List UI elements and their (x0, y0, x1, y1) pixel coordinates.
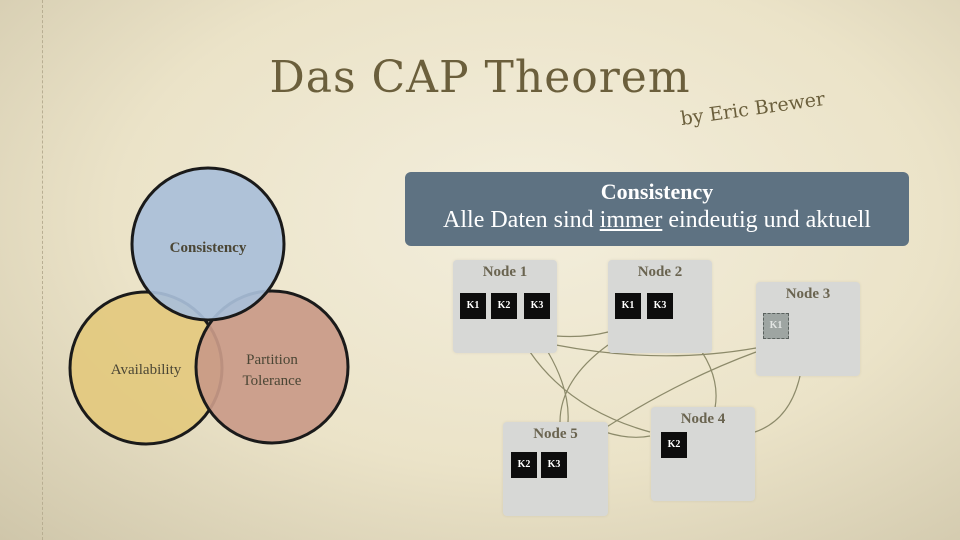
link-node2-node5 (559, 344, 609, 423)
node-5: Node 5 K2 K3 (503, 422, 608, 516)
node-2: Node 2 K1 K3 (608, 260, 712, 353)
node-title: Node 2 (637, 264, 683, 280)
availability-label: Availability (111, 362, 182, 378)
key-k1: K1 (615, 293, 641, 319)
consistency-banner: Consistency Alle Daten sind immer eindeu… (405, 172, 909, 246)
link-node5-node4 (604, 431, 651, 438)
node-title: Node 4 (680, 411, 726, 427)
slide-title: Das CAP Theorem (269, 52, 691, 103)
banner-text-after: eindeutig und aktuell (662, 207, 871, 233)
key-k3: K3 (541, 452, 567, 478)
cap-venn-diagram: Consistency Availability Partition Toler… (68, 166, 350, 446)
key-k1-pending: K1 (763, 313, 789, 339)
link-node1-node4 (529, 351, 651, 433)
key-k2: K2 (661, 432, 687, 458)
key-k3: K3 (524, 293, 550, 319)
node-title: Node 3 (785, 286, 831, 302)
banner-text-before: Alle Daten sind (443, 207, 600, 233)
consistency-circle (130, 166, 286, 322)
banner-heading: Consistency (600, 179, 714, 204)
banner-text-underlined: immer (599, 207, 663, 233)
key-k1: K1 (460, 293, 486, 319)
link-node1-node2 (555, 331, 609, 338)
node-1: Node 1 K1 K2 K3 (453, 260, 557, 353)
node-4: Node 4 K2 (651, 407, 755, 501)
partition-label-line2: Tolerance (243, 373, 302, 389)
node-3: Node 3 K1 (756, 282, 860, 376)
node-title: Node 1 (482, 264, 528, 280)
link-node1-node5 (547, 351, 569, 423)
partition-label-line1: Partition (246, 352, 298, 368)
link-node1-node3 (555, 344, 757, 357)
dashed-margin-line (42, 0, 43, 540)
key-k3: K3 (647, 293, 673, 319)
partition-tolerance-circle (194, 289, 350, 445)
node-title: Node 5 (533, 426, 578, 442)
link-node3-node5 (604, 351, 757, 429)
key-k2: K2 (511, 452, 537, 478)
consistency-label: Consistency (170, 240, 247, 256)
key-k2: K2 (491, 293, 517, 319)
link-node3-node4 (754, 375, 801, 433)
link-node2-node4 (701, 351, 717, 409)
banner-text: Alle Daten sind immer eindeutig und aktu… (405, 207, 909, 234)
